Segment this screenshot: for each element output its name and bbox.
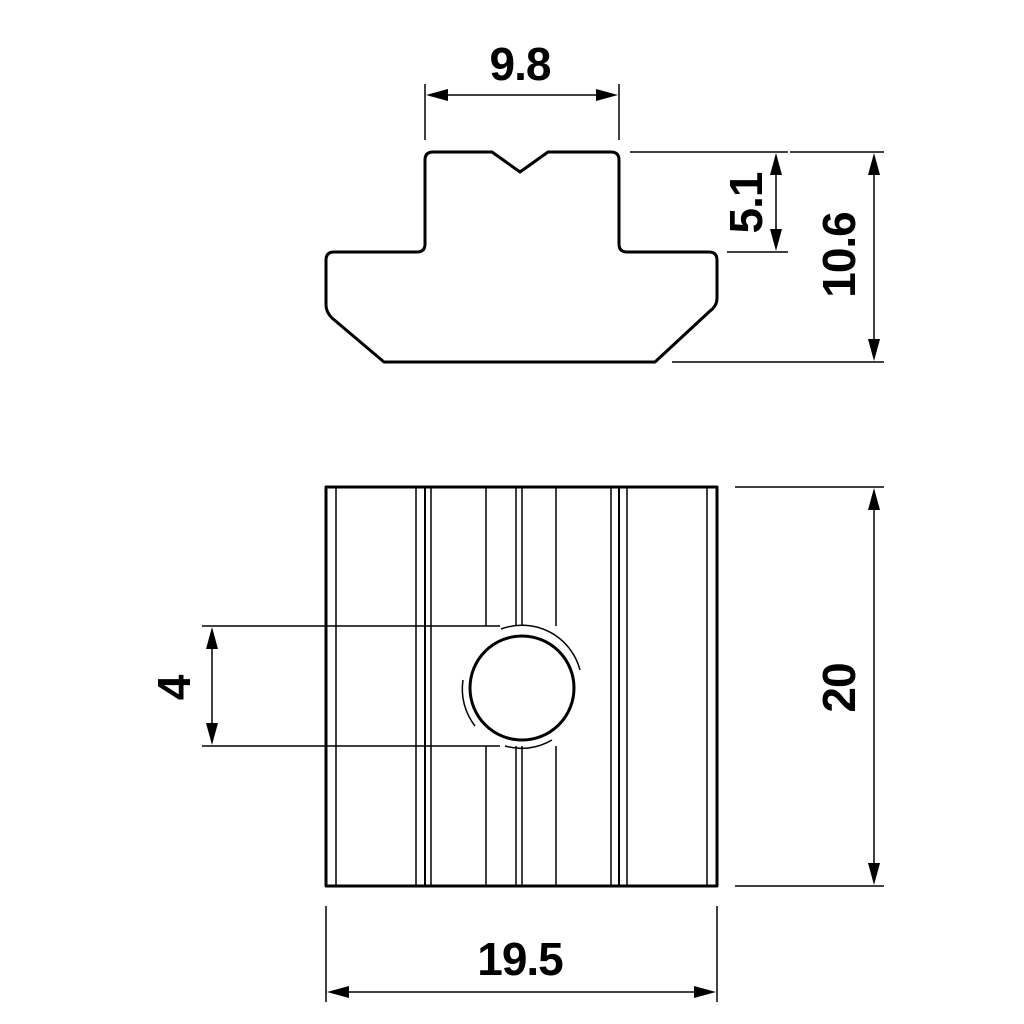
threaded-hole [461,624,581,750]
dimension-width-bottom: 19.5 [325,906,718,1002]
groove-lines [335,487,708,886]
dimension-label-height-total: 10.6 [813,212,865,298]
dimension-label-length: 20 [813,663,865,712]
dimension-hole-diameter: 4 [148,625,500,747]
profile-view [324,150,719,364]
dimension-width-top: 9.8 [424,38,620,140]
dimension-length: 20 [735,486,884,887]
top-view [324,485,719,888]
dimension-height-total: 10.6 [672,151,884,363]
dimension-label-hole-diameter: 4 [148,674,200,700]
dimension-label-height-partial: 5.1 [720,172,772,233]
t-nut-profile-outline [324,150,719,364]
dimension-label-width-bottom: 19.5 [477,933,563,985]
dimension-height-partial: 5.1 [630,151,788,253]
dimension-label-width-top: 9.8 [490,38,551,90]
